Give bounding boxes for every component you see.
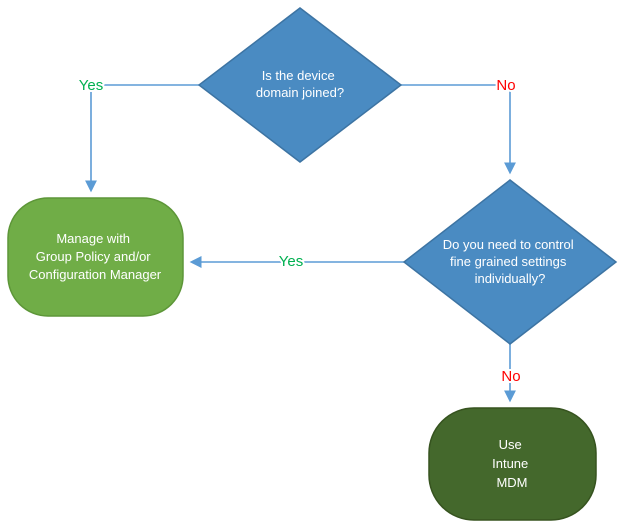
text-line: Configuration Manager	[29, 267, 162, 282]
edge-label-fine-grained-yes: Yes	[279, 253, 303, 270]
result-node-group-policy	[7, 197, 184, 317]
decision-node-domain-joined-text: Is the device domain joined?	[256, 68, 344, 100]
edge-label-domain-joined-yes: Yes	[79, 77, 103, 94]
decision-node-fine-grained	[402, 179, 618, 345]
text-line: Is the device	[262, 68, 335, 83]
connector-domain-joined-yes	[85, 84, 199, 193]
text-line: Use	[499, 437, 522, 452]
text-line: fine grained settings	[450, 254, 567, 269]
edge-label-fine-grained-no: No	[501, 368, 520, 385]
result-node-intune-mdm-text: Use Intune MDM	[492, 437, 532, 490]
text-line: MDM	[496, 475, 527, 490]
text-line: Manage with	[56, 231, 130, 246]
edge-label-domain-joined-no: No	[496, 77, 515, 94]
decision-node-domain-joined	[197, 7, 403, 163]
connector-domain-joined-no	[401, 84, 516, 175]
text-line: individually?	[475, 271, 546, 286]
text-line: Group Policy and/or	[36, 249, 152, 264]
text-line: Intune	[492, 456, 528, 471]
decision-node-fine-grained-text: Do you need to control fine grained sett…	[443, 237, 577, 286]
result-node-intune-mdm	[428, 407, 597, 521]
text-line: domain joined?	[256, 85, 344, 100]
result-node-group-policy-text: Manage with Group Policy and/or Configur…	[29, 231, 162, 282]
text-line: Do you need to control	[443, 237, 574, 252]
